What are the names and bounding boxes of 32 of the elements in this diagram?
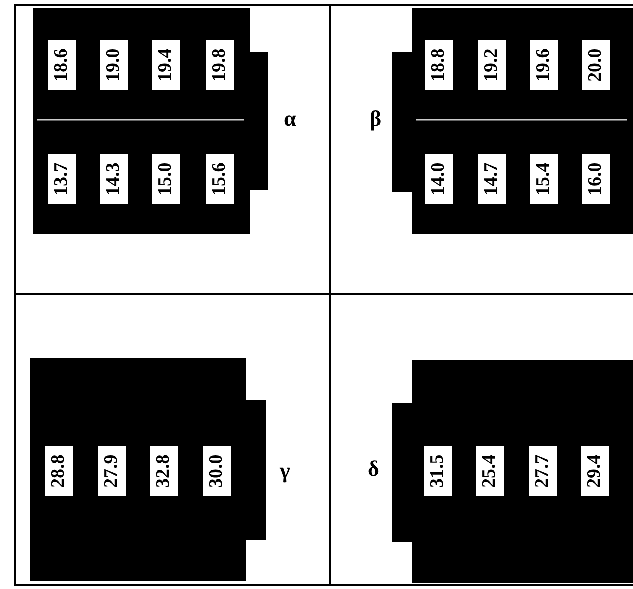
- value-label: 19.8: [206, 40, 234, 90]
- connector-body: [30, 358, 266, 581]
- panel-label: γ: [280, 460, 290, 482]
- value-label: 25.4: [476, 446, 504, 496]
- value-label: 19.4: [152, 40, 180, 90]
- value-label: 19.0: [100, 40, 128, 90]
- connector-body: [392, 8, 633, 234]
- value-label: 18.8: [425, 40, 453, 90]
- value-label: 19.2: [478, 40, 506, 90]
- panel-label: β: [370, 108, 382, 130]
- value-label: 16.0: [582, 154, 610, 204]
- value-label: 28.8: [45, 446, 73, 496]
- value-label: 29.4: [581, 446, 609, 496]
- value-label: 30.0: [203, 446, 231, 496]
- connector-body: [33, 8, 268, 234]
- value-label: 15.4: [530, 154, 558, 204]
- value-label: 14.0: [425, 154, 453, 204]
- value-label: 14.7: [478, 154, 506, 204]
- value-label: 13.7: [48, 154, 76, 204]
- panel-label: α: [284, 108, 296, 130]
- value-label: 20.0: [582, 40, 610, 90]
- connector-body: [392, 360, 633, 583]
- value-label: 27.9: [98, 446, 126, 496]
- value-label: 18.6: [48, 40, 76, 90]
- value-label: 19.6: [530, 40, 558, 90]
- value-label: 32.8: [150, 446, 178, 496]
- value-label: 14.3: [100, 154, 128, 204]
- value-label: 15.6: [206, 154, 234, 204]
- panel-label: δ: [368, 458, 380, 480]
- value-label: 27.7: [529, 446, 557, 496]
- value-label: 15.0: [152, 154, 180, 204]
- value-label: 31.5: [424, 446, 452, 496]
